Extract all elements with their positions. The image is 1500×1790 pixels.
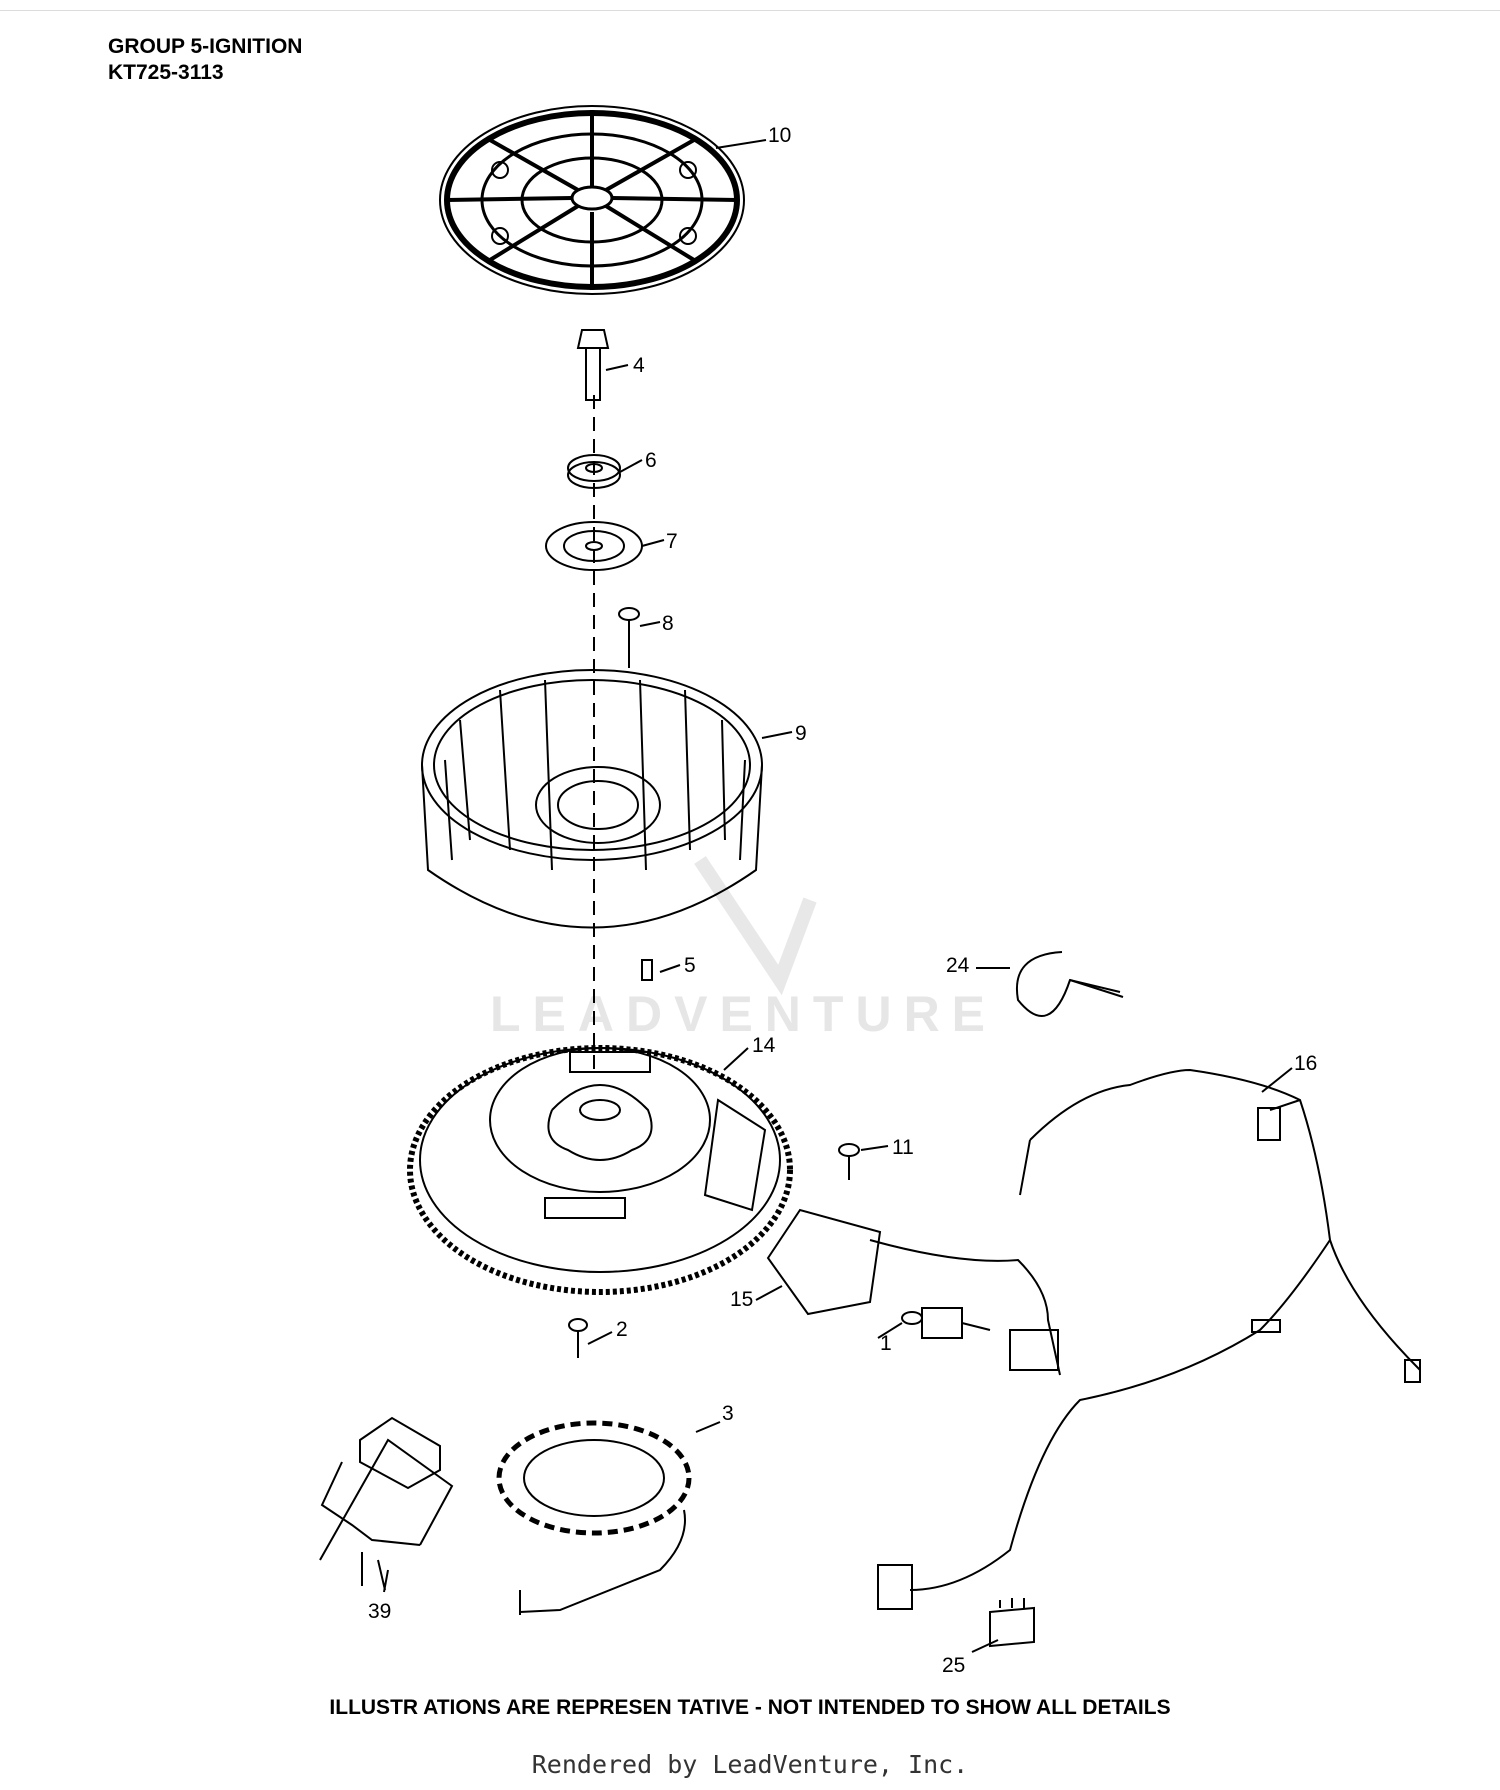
part-8-screw[interactable] [618, 607, 640, 668]
callout-3: 3 [722, 1402, 734, 1425]
callout-7: 7 [666, 530, 678, 553]
callout-labels: 10 4 6 7 8 9 24 5 14 16 11 15 1 2 3 39 2… [368, 124, 1317, 1677]
callout-25: 25 [942, 1654, 965, 1677]
part-6-washer[interactable] [567, 454, 621, 489]
model-number: KT725-3113 [108, 61, 224, 84]
callout-15: 15 [730, 1288, 753, 1311]
callout-4: 4 [633, 354, 645, 377]
part-16-harness[interactable] [877, 1068, 1421, 1610]
watermark-text: LEADVENTURE [490, 986, 998, 1042]
callout-8: 8 [662, 612, 674, 635]
part-2-screw[interactable] [568, 1318, 588, 1358]
callout-24: 24 [946, 954, 970, 977]
callout-9: 9 [795, 722, 807, 745]
callout-1: 1 [880, 1332, 892, 1355]
callout-5: 5 [684, 954, 696, 977]
callout-6: 6 [645, 449, 657, 472]
part-9-fan[interactable] [421, 669, 763, 929]
part-3-stator[interactable] [496, 1420, 692, 1615]
part-11-bolt[interactable] [838, 1143, 860, 1180]
part-24-cable-tie[interactable] [1016, 951, 1124, 1017]
part-25-relay[interactable] [989, 1598, 1035, 1648]
part-5-key[interactable] [641, 959, 653, 981]
part-4-bolt[interactable] [576, 329, 610, 401]
callout-11: 11 [892, 1136, 914, 1159]
part-1-spark-plug[interactable] [901, 1307, 991, 1339]
part-10-screen[interactable] [439, 105, 745, 295]
footer-credit: Rendered by LeadVenture, Inc. [531, 1750, 969, 1779]
callout-16: 16 [1294, 1052, 1317, 1075]
part-15-ignition-module[interactable] [766, 1208, 1061, 1376]
diagram-header: GROUP 5-IGNITION KT725-3113 [108, 34, 302, 86]
part-14-flywheel[interactable] [407, 1045, 793, 1295]
leader-lines [383, 139, 1293, 1653]
callout-10: 10 [768, 124, 791, 147]
watermark-logo [694, 856, 817, 996]
disclaimer-text: ILLUSTR ATIONS ARE REPRESEN TATIVE - NOT… [329, 1696, 1171, 1719]
top-rule [0, 10, 1500, 11]
part-39-regulator[interactable] [319, 1416, 454, 1591]
group-title: GROUP 5-IGNITION [108, 35, 303, 58]
callout-2: 2 [616, 1318, 628, 1341]
callout-39: 39 [368, 1600, 391, 1623]
callout-14: 14 [752, 1034, 776, 1057]
